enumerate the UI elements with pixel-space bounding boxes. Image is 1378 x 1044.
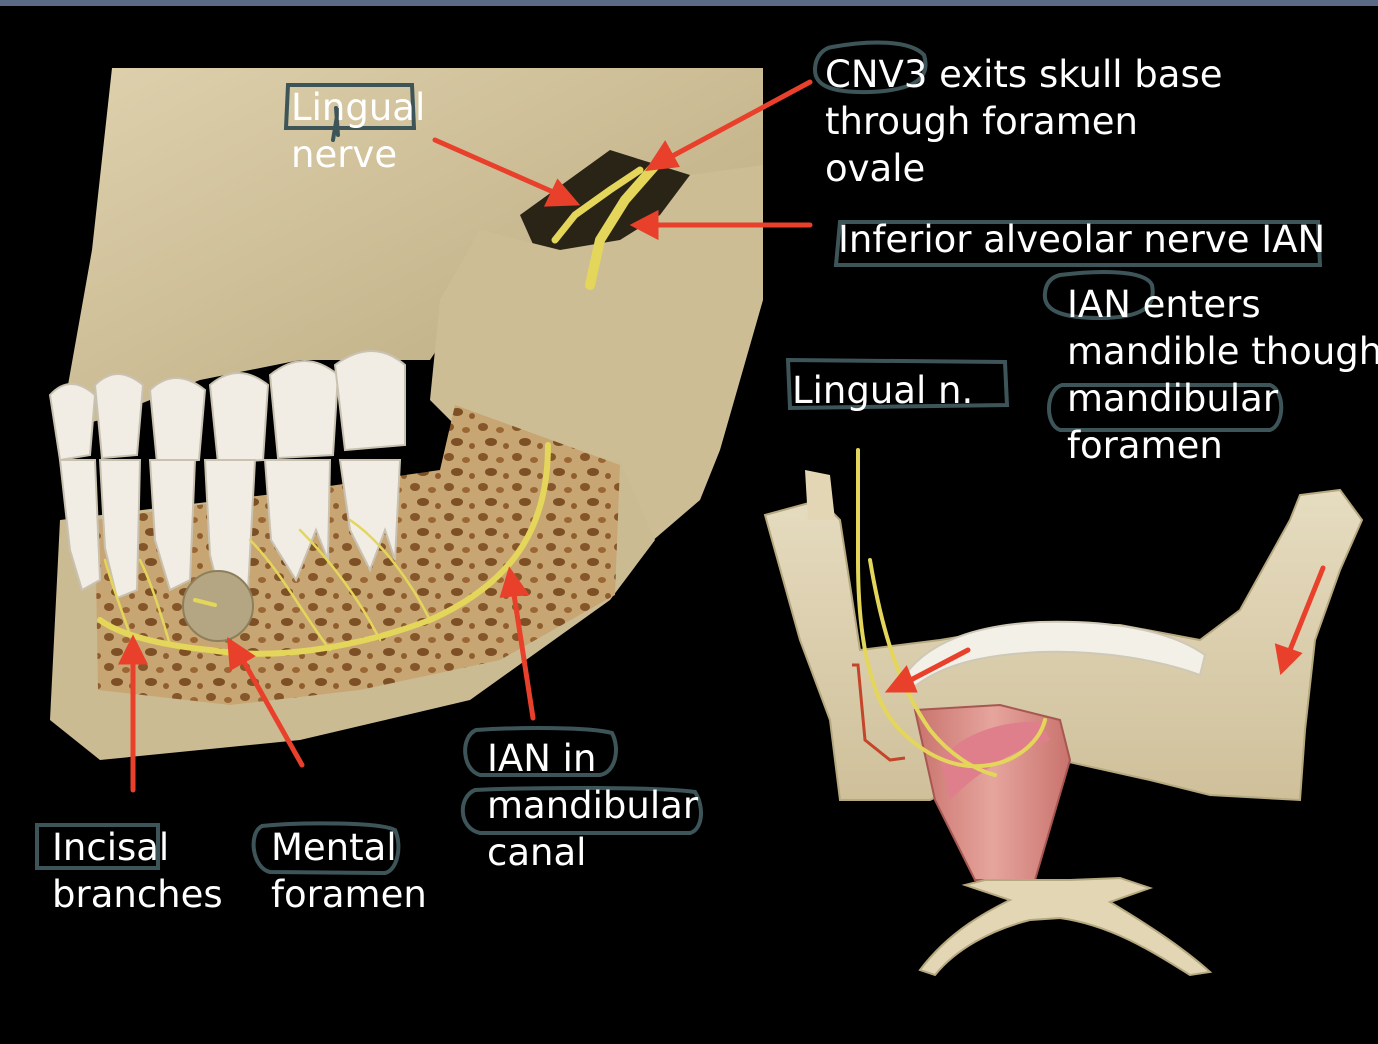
teeth-posterior-row [903, 620, 1207, 692]
label-inferior-alveolar-nerve: Inferior alveolar nerve IAN [838, 218, 1326, 261]
lingual-nerve-posterior [856, 448, 1047, 777]
arrow-mandibular-foramen [1285, 565, 1326, 658]
arrow-cnv3 [662, 79, 813, 163]
mandible-posterior-illustration [763, 448, 1364, 977]
arrow-ian-canal [510, 585, 536, 721]
arrow-lingual-n [902, 647, 971, 686]
arrow-mental [237, 652, 305, 768]
label-mental-foramen: Mental foramen [271, 826, 427, 916]
label-cnv3-exits-skull-base: CNV3 exits skull base through foramen ov… [825, 53, 1223, 190]
lateral-skull-illustration [48, 68, 763, 760]
label-ian-enters-mandible: IAN enters mandible though mandibular fo… [1067, 283, 1378, 467]
inferior-alveolar-nerve-lateral [97, 155, 665, 657]
arrow-lingual-nerve [432, 137, 563, 198]
label-lingual-n: Lingual n. [792, 369, 974, 412]
annotation-loops [35, 40, 1323, 876]
label-lingual-nerve: Lingual nerve [291, 86, 426, 176]
pointer-arrows [117, 79, 1326, 793]
label-incisal-branches: Incisal branches [52, 826, 223, 916]
hyoid-bone [918, 876, 1213, 977]
teeth-lateral [48, 350, 406, 617]
mental-foramen-disc [182, 570, 254, 642]
label-ian-in-mandibular-canal: IAN in mandibular canal [487, 737, 699, 874]
window-top-edge [0, 0, 1378, 6]
